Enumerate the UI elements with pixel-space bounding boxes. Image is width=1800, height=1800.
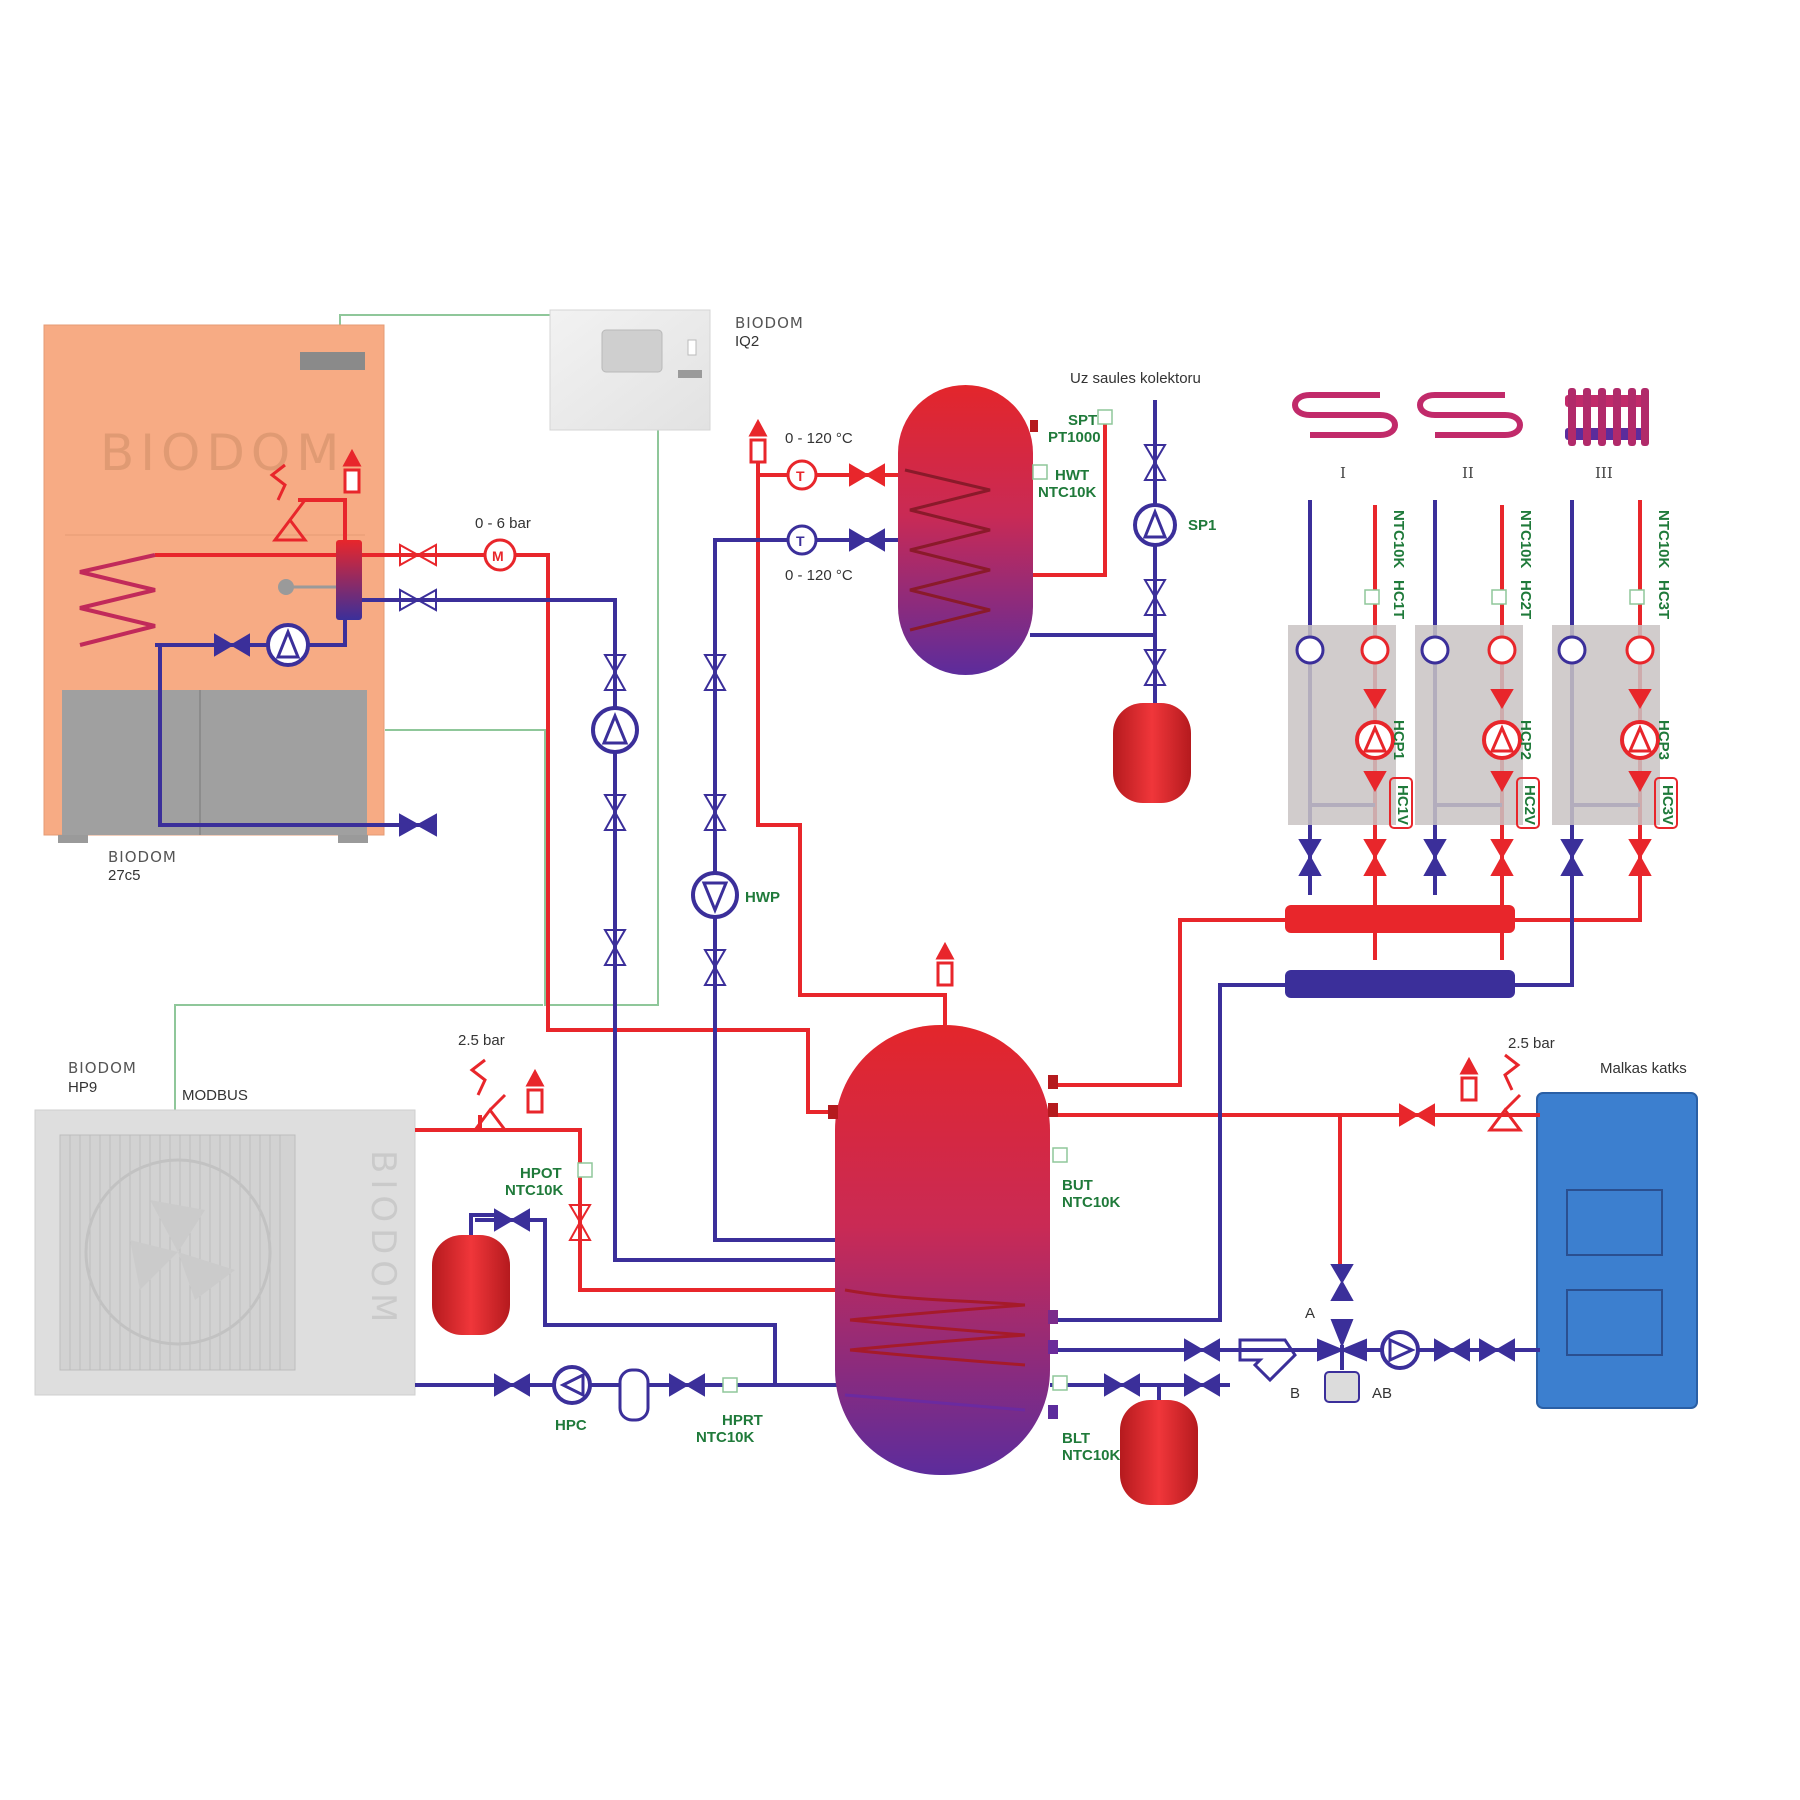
circuit-1-sensor-type: NTC10K <box>1390 510 1407 569</box>
hwt-type: NTC10K <box>1038 484 1097 501</box>
pellet-boiler: BIODOM BIODOM 27c5 <box>43 324 385 884</box>
heat-pump-brand: BIODOM <box>68 1059 137 1077</box>
but-label: BUT <box>1062 1177 1093 1194</box>
boiler-coil <box>79 540 362 647</box>
controller-iq2[interactable]: BIODOM IQ2 <box>549 309 804 431</box>
radiator <box>1565 388 1649 446</box>
circuit-1-roman: I <box>1340 464 1346 482</box>
circuit-2-sensor: HC2T <box>1517 580 1534 619</box>
floor-heating-1 <box>1292 392 1398 438</box>
blt-type: NTC10K <box>1062 1447 1121 1464</box>
boiler-logo: BIODOM <box>100 424 345 482</box>
pump-sp1[interactable] <box>1133 503 1177 547</box>
circuit-2-roman: II <box>1462 464 1474 482</box>
port-ab-label: AB <box>1372 1385 1392 1402</box>
spt-type: PT1000 <box>1048 429 1101 446</box>
solar-label: Uz saules kolektoru <box>1070 370 1201 387</box>
valves-red[interactable] <box>399 463 1652 1241</box>
hwt-label: HWT <box>1055 467 1089 484</box>
hpot-label: HPOT <box>520 1165 562 1182</box>
strainer-filter <box>1238 1338 1297 1383</box>
hp-safety-label: 2.5 bar <box>458 1032 505 1049</box>
heat-pump-logo: BIODOM <box>363 1150 403 1328</box>
controller-brand: BIODOM <box>735 314 804 332</box>
circuit-2-valve: HC2V <box>1521 785 1538 825</box>
air-vents <box>342 418 1479 1114</box>
thermometer-top: T <box>786 459 818 491</box>
expansion-vessel-hp <box>432 1213 510 1335</box>
pump-hwp[interactable] <box>691 871 739 919</box>
svg-text:T: T <box>796 468 805 484</box>
wood-boiler-label: Malkas katks <box>1600 1060 1687 1077</box>
spt-label: SPT <box>1068 412 1097 429</box>
temp-range-top: 0 - 120 °C <box>785 430 853 447</box>
pump-hcp2[interactable] <box>1482 720 1522 760</box>
circuit-modules <box>1288 625 1660 825</box>
boiler-brand: BIODOM <box>108 848 177 866</box>
heat-pump-hp9: BIODOM BIODOM HP9 MODBUS <box>34 1059 416 1396</box>
hpot-type: NTC10K <box>505 1182 564 1199</box>
manometer: M <box>483 538 517 572</box>
pump-wood[interactable] <box>1380 1330 1420 1370</box>
boiler-model: 27c5 <box>108 867 141 884</box>
heat-pump-model: HP9 <box>68 1079 97 1096</box>
expansion-vessel-dhw <box>1113 703 1191 803</box>
hwp-label: HWP <box>745 889 780 906</box>
port-a-label: A <box>1305 1305 1315 1322</box>
circuit-3-valve: HC3V <box>1659 785 1676 825</box>
three-way-mixing-valve[interactable] <box>1317 1319 1367 1403</box>
dhw-tank <box>898 385 1038 675</box>
buffer-tank <box>828 1025 1058 1475</box>
blt-label: BLT <box>1062 1430 1090 1447</box>
hprt-type: NTC10K <box>696 1429 755 1446</box>
modbus-label: MODBUS <box>182 1087 248 1104</box>
circuit-1-pump: HCP1 <box>1390 720 1407 760</box>
pressure-label: 0 - 6 bar <box>475 515 531 532</box>
circuit-3-roman: III <box>1595 464 1613 482</box>
port-b-label: B <box>1290 1385 1300 1402</box>
circuit-thermometers <box>1295 635 1655 665</box>
safety-valves <box>269 463 1523 1132</box>
distributor <box>1285 905 1515 998</box>
controller-model: IQ2 <box>735 333 759 350</box>
svg-text:M: M <box>492 548 504 564</box>
wood-safety-label: 2.5 bar <box>1508 1035 1555 1052</box>
circuit-1-sensor: HC1T <box>1390 580 1407 619</box>
hprt-label: HPRT <box>722 1412 763 1429</box>
sp1-label: SP1 <box>1188 517 1216 534</box>
circuit-3-sensor: HC3T <box>1655 580 1672 619</box>
svg-text:T: T <box>796 533 805 549</box>
hp-separator <box>618 1368 650 1422</box>
circuit-3-pump: HCP3 <box>1655 720 1672 760</box>
temp-range-bottom: 0 - 120 °C <box>785 567 853 584</box>
pump-hcp1[interactable] <box>1355 720 1395 760</box>
valves-blue[interactable] <box>214 444 1584 1397</box>
circuit-2-sensor-type: NTC10K <box>1517 510 1534 569</box>
valve-label-boxes <box>1389 777 1678 829</box>
circuit-1-valve: HC1V <box>1394 785 1411 825</box>
hpc-label: HPC <box>555 1417 587 1434</box>
pump-hpc[interactable] <box>552 1365 592 1405</box>
wood-boiler: Malkas katks <box>1536 1060 1698 1409</box>
pump-load[interactable] <box>591 706 639 754</box>
circuit-2-pump: HCP2 <box>1517 720 1534 760</box>
pump-boiler[interactable] <box>266 623 310 667</box>
thermometer-bottom: T <box>786 524 818 556</box>
pump-hcp3[interactable] <box>1620 720 1660 760</box>
circuit-3-sensor-type: NTC10K <box>1655 510 1672 569</box>
floor-heating-2 <box>1417 392 1523 438</box>
but-type: NTC10K <box>1062 1194 1121 1211</box>
expansion-vessel-buffer <box>1120 1385 1198 1505</box>
sensor-markers <box>577 409 1645 1393</box>
